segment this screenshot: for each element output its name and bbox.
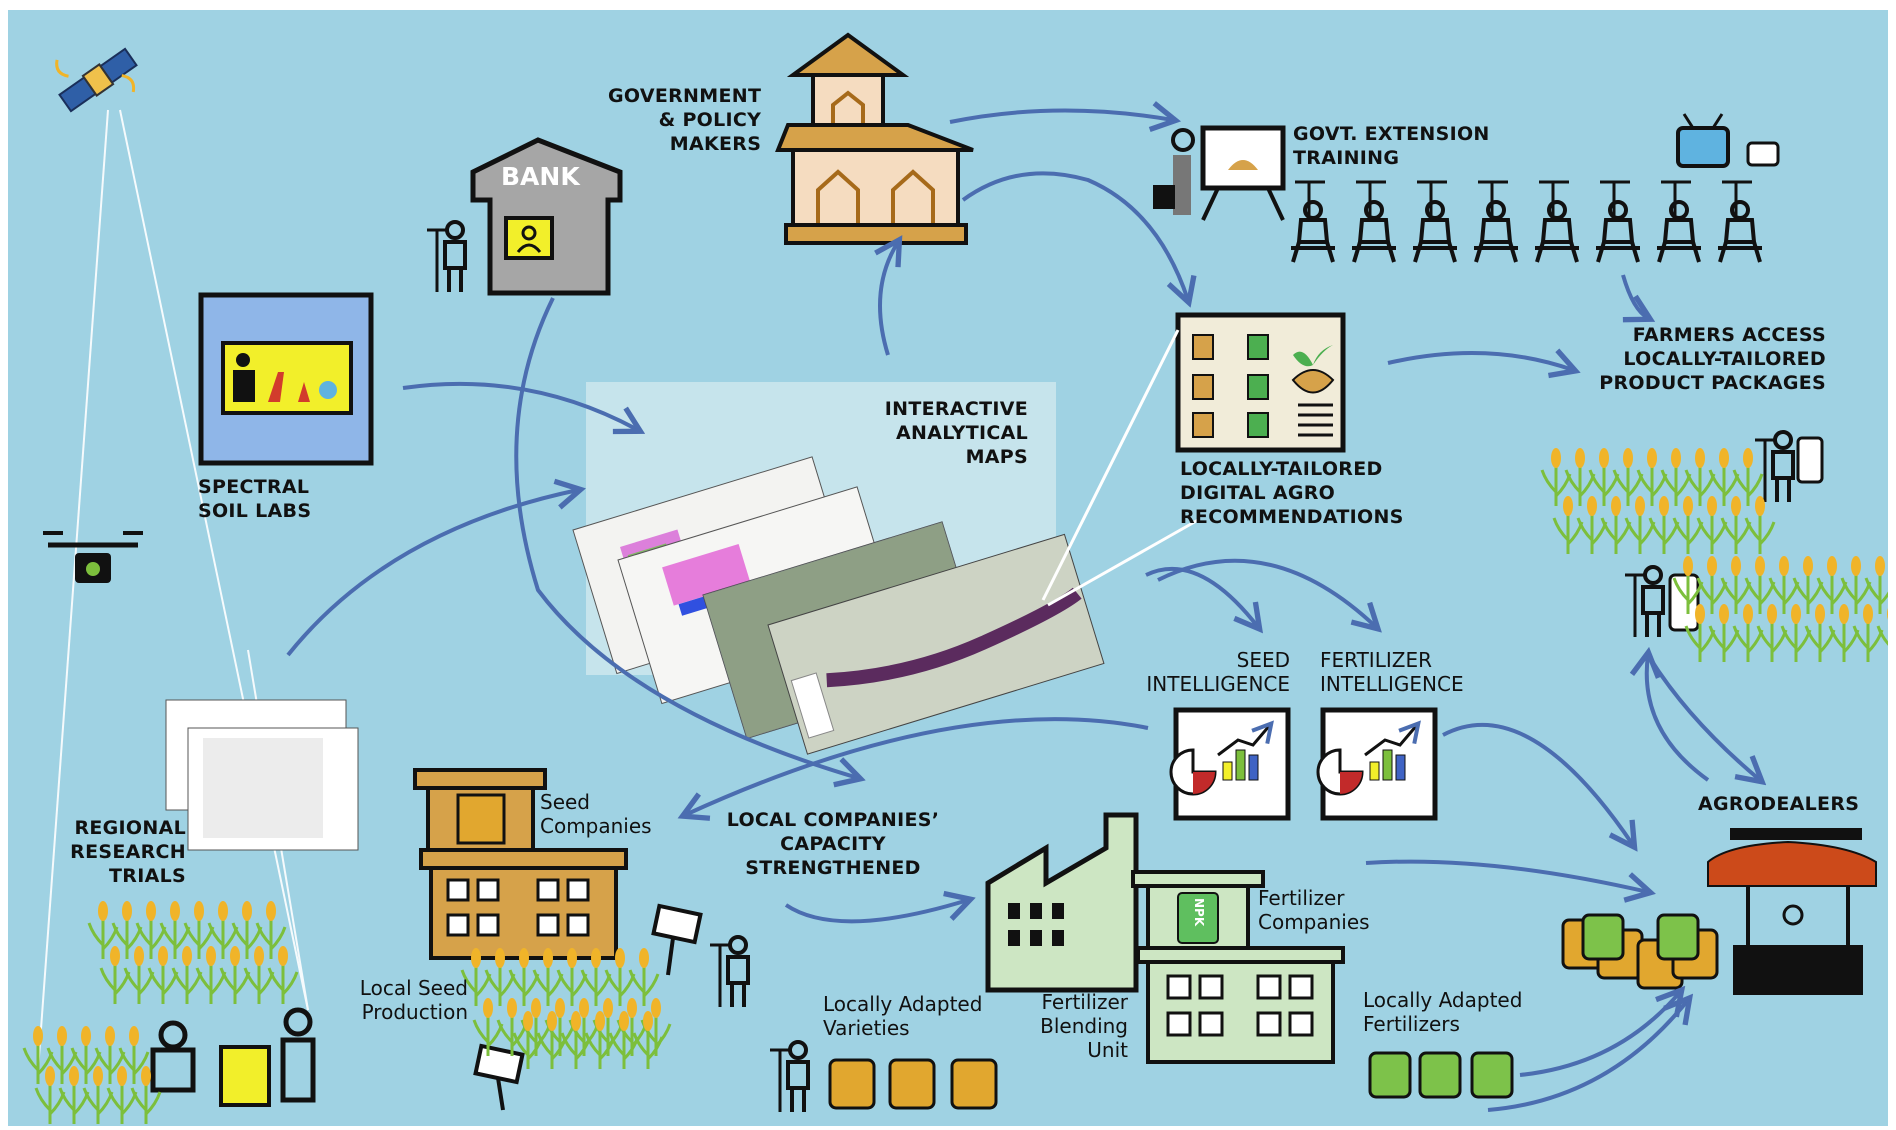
maize-icon — [147, 944, 179, 1006]
trainee-icon — [1655, 180, 1703, 264]
maize-icon — [584, 1009, 616, 1071]
trainee-icon — [1716, 180, 1764, 264]
maize-icon — [1576, 494, 1608, 556]
maize-icon — [1804, 602, 1836, 664]
trainee-icon — [1594, 180, 1642, 264]
lab-icon — [198, 292, 374, 466]
maize-icon — [123, 944, 155, 1006]
maize-icon — [195, 944, 227, 1006]
maize-icon — [99, 944, 131, 1006]
bank-icon — [470, 137, 623, 296]
maize-icon — [1708, 602, 1740, 664]
maize-icon — [171, 944, 203, 1006]
diagram-artwork — [22, 32, 1888, 1126]
fertilizer-intelligence-chart — [1316, 707, 1438, 821]
maize-icon — [1648, 494, 1680, 556]
radio-icon — [1746, 141, 1780, 167]
satellite-beams — [37, 109, 309, 1071]
digital-agro-panel — [1175, 312, 1346, 453]
fertilizer-bags — [1368, 1051, 1514, 1099]
satellite-icon — [55, 47, 138, 113]
bank-label: BANK — [501, 162, 580, 191]
flow-arrows — [286, 110, 1760, 1112]
maize-icon — [1552, 494, 1584, 556]
market-stall-icon — [1707, 828, 1877, 995]
maize-icon — [130, 1064, 162, 1126]
trainee-icon — [1472, 180, 1520, 264]
trainee-icon — [1411, 180, 1459, 264]
trainee-icon — [1289, 180, 1337, 264]
factory-icon — [985, 812, 1345, 1064]
farmer-icon — [708, 935, 750, 1009]
maize-icon — [267, 944, 299, 1006]
variety-bags — [828, 1058, 998, 1110]
drone-icon — [43, 531, 143, 583]
maize-icon — [219, 944, 251, 1006]
farmer-icon — [768, 1040, 810, 1114]
seed-intelligence-chart — [1169, 707, 1291, 821]
maize-icon — [1828, 602, 1860, 664]
trainee-row — [1289, 180, 1764, 264]
npk-label: NPK — [1192, 898, 1206, 927]
maize-icon — [608, 1009, 640, 1071]
clipboard-icon — [150, 1007, 316, 1107]
maize-icon — [106, 1064, 138, 1126]
phone-icon — [1668, 436, 1824, 632]
farmer-icon — [1623, 565, 1665, 639]
maize-icon — [1624, 494, 1656, 556]
farmer-icon — [1753, 430, 1795, 504]
farmer-icon — [425, 220, 467, 294]
maize-icon — [1672, 494, 1704, 556]
maize-icon — [1600, 494, 1632, 556]
tv-icon — [1676, 113, 1730, 168]
research-trials-plots — [165, 699, 359, 851]
projector-icon — [1153, 125, 1286, 221]
maize-icon — [1780, 602, 1812, 664]
maize-icon — [1696, 494, 1728, 556]
maize-icon — [1852, 602, 1884, 664]
maize-icon — [536, 1009, 568, 1071]
maize-icon — [34, 1064, 66, 1126]
government-building-icon — [775, 32, 974, 245]
trainee-icon — [1533, 180, 1581, 264]
maize-icon — [628, 946, 660, 1008]
maize-icon — [632, 1009, 664, 1071]
maize-icon — [243, 944, 275, 1006]
maize-icon — [1732, 602, 1764, 664]
seed-company-icon — [413, 768, 628, 960]
maize-icon — [1720, 494, 1752, 556]
interactive-maps — [572, 382, 1105, 755]
agrodealers-label: AGRODEALERS — [1698, 793, 1860, 815]
trainee-icon — [1350, 180, 1398, 264]
pointer-lines — [1041, 329, 1199, 607]
maize-icon — [1756, 602, 1788, 664]
seed-bag-icon — [1561, 913, 1719, 990]
maize-icon — [58, 1064, 90, 1126]
maize-icon — [1744, 494, 1776, 556]
maize-icon — [472, 996, 504, 1058]
maize-icon — [560, 1009, 592, 1071]
maize-icon — [82, 1064, 114, 1126]
